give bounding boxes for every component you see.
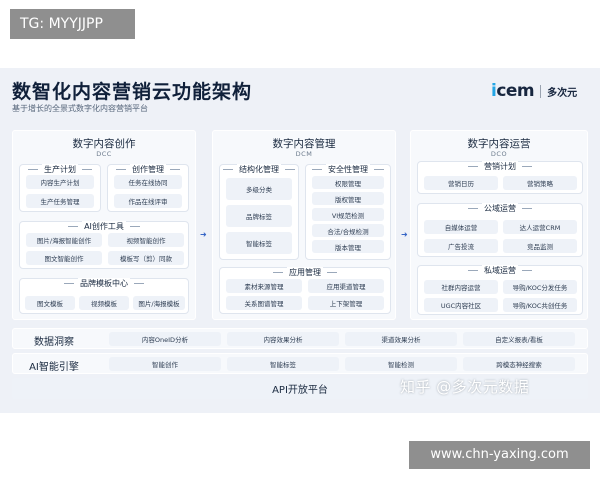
- pill-channel-effect: 渠道效果分析: [345, 332, 457, 346]
- security-mgmt-title: 安全性管理: [306, 164, 390, 175]
- pill-listing-mgmt: 上下架管理: [308, 296, 384, 310]
- marketing-plan-group: 营销计划 营销日历 营销策略: [417, 161, 583, 194]
- pill-permission-mgmt: 权限管理: [312, 176, 384, 189]
- ai-tools-title: AI创作工具: [20, 221, 188, 232]
- dcm-column: 数字内容管理 DCM 结构化管理 多级分类 品牌标签 智能标签 安全性管理 权限…: [212, 130, 396, 320]
- public-ops-title: 公域运营: [418, 203, 582, 214]
- dcc-column: 数字内容创作 DCC 生产计划 内容生产计划 生产任务管理 创作管理 任务在线协…: [12, 130, 196, 320]
- logo-wordmark-i: i: [491, 81, 497, 101]
- public-ops-group: 公域运营 自媒体运营 达人运营CRM 广告投流 竞品监测: [417, 203, 583, 257]
- pill-production-task: 生产任务管理: [26, 194, 94, 208]
- structured-mgmt-title: 结构化管理: [220, 164, 298, 175]
- pill-template-same-style: 模板写（剪）同款: [108, 251, 184, 265]
- pill-smart-creation: 智能创作: [109, 357, 221, 371]
- dcm-title: 数字内容管理: [272, 138, 336, 150]
- logo-wordmark: icem: [491, 81, 535, 101]
- pill-content-oneid: 内容OneID分析: [109, 332, 221, 346]
- pill-multi-level-category: 多级分类: [226, 178, 292, 200]
- ai-engine-label: AI智能引擎: [29, 362, 79, 373]
- pill-neural-search: 跨模态神经搜索: [463, 357, 575, 371]
- dcc-title: 数字内容创作: [72, 138, 136, 150]
- pill-smart-tags: 智能标签: [226, 232, 292, 254]
- structured-mgmt-group: 结构化管理 多级分类 品牌标签 智能标签: [219, 164, 299, 260]
- pill-smart-tagging: 智能标签: [227, 357, 339, 371]
- pill-video-template: 视频模板: [79, 296, 129, 310]
- data-insight-label: 数据洞察: [34, 337, 74, 348]
- security-mgmt-group: 安全性管理 权限管理 版权管理 VI规范检测 合法/合规检测 版本管理: [305, 164, 391, 260]
- watermark-label-bottom: www.chn-yaxing.com: [409, 441, 590, 469]
- ai-engine-band: AI智能引擎 智能创作 智能标签 智能检测 跨模态神经搜索: [12, 353, 588, 374]
- pill-marketing-calendar: 营销日历: [424, 176, 498, 190]
- pill-image-poster-ai: 图片/海报智能创作: [26, 233, 102, 247]
- pill-work-review: 作品在线评审: [114, 194, 182, 208]
- pill-brand-tags: 品牌标签: [226, 205, 292, 227]
- production-plan-title: 生产计划: [20, 164, 100, 175]
- pill-content-production-plan: 内容生产计划: [26, 175, 94, 189]
- dco-subtitle: DCO: [490, 150, 508, 158]
- brand-logo: icem 多次元: [491, 81, 578, 101]
- logo-divider: [540, 84, 542, 98]
- pill-graphic-template: 图文模板: [25, 296, 75, 310]
- data-insight-band: 数据洞察 内容OneID分析 内容效果分析 渠道效果分析 自定义报表/看板: [12, 328, 588, 349]
- application-mgmt-title: 应用管理: [220, 267, 390, 278]
- zhihu-watermark: 知乎 @多次元数据: [400, 378, 530, 396]
- pill-image-poster-template: 图片/海报模板: [133, 296, 185, 310]
- ai-tools-group: AI创作工具 图片/海报智能创作 视频智能创作 图文智能创作 模板写（剪）同款: [19, 221, 189, 269]
- pill-compliance-check: 合法/合规检测: [312, 224, 384, 237]
- brand-template-title: 品牌模板中心: [20, 278, 188, 289]
- logo-chinese: 多次元: [547, 87, 578, 99]
- pill-influencer-crm: 达人运营CRM: [503, 220, 577, 234]
- pill-vi-check: VI规范检测: [312, 208, 384, 221]
- private-ops-title: 私域运营: [418, 265, 582, 276]
- page-title: 数智化内容营销云功能架构: [12, 81, 253, 103]
- pill-smart-detection: 智能检测: [345, 357, 457, 371]
- pill-copyright-mgmt: 版权管理: [312, 192, 384, 205]
- logo-wordmark-rest: cem: [496, 81, 535, 101]
- pill-competitor-monitor: 竞品监测: [503, 239, 577, 253]
- production-plan-group: 生产计划 内容生产计划 生产任务管理: [19, 164, 101, 212]
- dco-column: 数字内容运营 DCO 营销计划 营销日历 营销策略 公域运营 自媒体运营 达人运…: [410, 130, 588, 320]
- api-platform-bar: API开放平台: [12, 378, 588, 399]
- pill-community-content: 社群内容运营: [424, 280, 498, 294]
- dcm-subtitle: DCM: [295, 150, 313, 158]
- pill-content-effect: 内容效果分析: [227, 332, 339, 346]
- pill-ad-delivery: 广告投流: [424, 239, 498, 253]
- creation-mgmt-title: 创作管理: [108, 164, 188, 175]
- arrow-dcc-to-dcm-icon: ➜: [200, 230, 207, 239]
- pill-channel-mgmt: 应用渠道管理: [308, 279, 384, 293]
- private-ops-group: 私域运营 社群内容运营 导购/KOC分发任务 UGC内容社区 导购/KOC共创任…: [417, 265, 583, 315]
- pill-version-mgmt: 版本管理: [312, 240, 384, 253]
- pill-custom-report: 自定义报表/看板: [463, 332, 575, 346]
- pill-guide-distribute: 导购/KOC分发任务: [503, 280, 577, 294]
- pill-ugc-community: UGC内容社区: [424, 298, 498, 312]
- page-subtitle: 基于增长的全景式数字化内容营销平台: [12, 104, 148, 113]
- pill-material-source: 素材来源管理: [226, 279, 302, 293]
- watermark-label-top: TG: MYYJJPP: [10, 9, 135, 39]
- pill-relation-graph: 关系图谱管理: [226, 296, 302, 310]
- marketing-plan-title: 营销计划: [418, 161, 582, 172]
- pill-video-ai: 视频智能创作: [108, 233, 184, 247]
- dcc-subtitle: DCC: [96, 150, 112, 158]
- pill-task-collab: 任务在线协同: [114, 175, 182, 189]
- pill-self-media: 自媒体运营: [424, 220, 498, 234]
- pill-guide-cocreate: 导购/KOC共创任务: [503, 298, 577, 312]
- application-mgmt-group: 应用管理 素材来源管理 应用渠道管理 关系图谱管理 上下架管理: [219, 267, 391, 314]
- brand-template-group: 品牌模板中心 图文模板 视频模板 图片/海报模板: [19, 278, 189, 314]
- dco-title: 数字内容运营: [467, 138, 531, 150]
- creation-mgmt-group: 创作管理 任务在线协同 作品在线评审: [107, 164, 189, 212]
- pill-marketing-strategy: 营销策略: [503, 176, 577, 190]
- pill-graphic-ai: 图文智能创作: [26, 251, 102, 265]
- arrow-dcm-to-dco-icon: ➜: [401, 230, 408, 239]
